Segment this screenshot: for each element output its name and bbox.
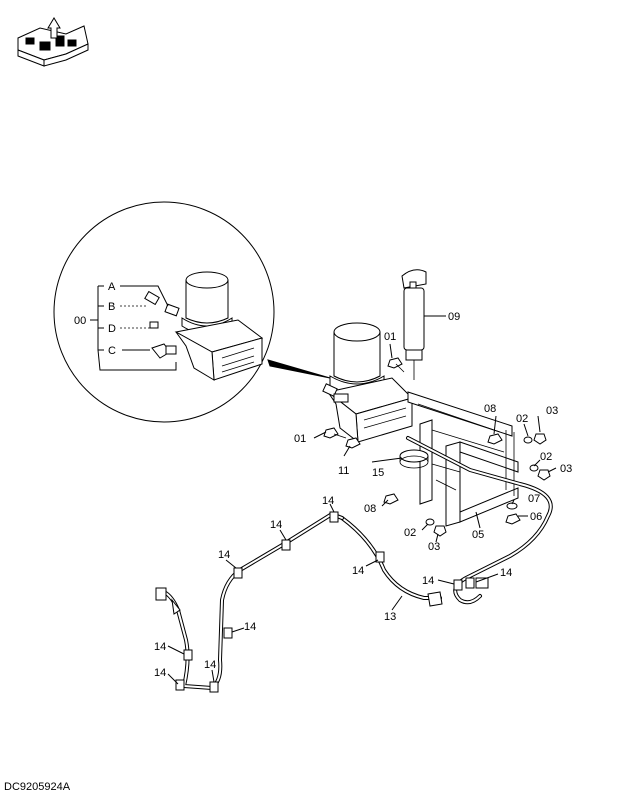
label-13: 13 bbox=[384, 611, 396, 623]
callout-d: D bbox=[108, 323, 116, 335]
main-filter-assembly bbox=[322, 322, 413, 444]
inset-group-label: 00 bbox=[74, 315, 86, 327]
label-08-bottom: 08 bbox=[364, 503, 376, 515]
callout-a: A bbox=[108, 281, 116, 293]
label-03-right: 03 bbox=[560, 463, 572, 475]
hand-pump bbox=[401, 269, 446, 380]
drawing-code: DC9205924A bbox=[4, 781, 71, 793]
fasteners bbox=[323, 357, 551, 537]
label-14-f: 14 bbox=[154, 641, 166, 653]
label-14-c: 14 bbox=[218, 549, 230, 561]
label-11: 11 bbox=[338, 465, 349, 477]
leader-lines bbox=[167, 343, 557, 685]
label-14-a: 14 bbox=[322, 495, 334, 507]
label-15: 15 bbox=[372, 467, 384, 479]
label-07: 07 bbox=[528, 493, 540, 505]
label-01-top: 01 bbox=[384, 331, 396, 343]
label-03-bottom: 03 bbox=[428, 541, 440, 553]
detail-inset bbox=[53, 201, 331, 423]
label-03-top: 03 bbox=[546, 405, 558, 417]
label-06: 06 bbox=[530, 511, 542, 523]
label-14-d: 14 bbox=[352, 565, 364, 577]
callout-b: B bbox=[108, 301, 115, 313]
label-01-left: 01 bbox=[294, 433, 306, 445]
label-14-i: 14 bbox=[422, 575, 434, 587]
machine-location-icon bbox=[17, 17, 89, 67]
label-14-j: 14 bbox=[500, 567, 512, 579]
label-14-e: 14 bbox=[244, 621, 256, 633]
band-clamp bbox=[399, 449, 429, 469]
label-08-top: 08 bbox=[484, 403, 496, 415]
label-14-b: 14 bbox=[270, 519, 282, 531]
inset-leader bbox=[267, 359, 331, 379]
callout-c: C bbox=[108, 345, 116, 357]
label-02-top: 02 bbox=[516, 413, 528, 425]
part-labels: 09 01 01 08 02 03 02 03 11 15 08 07 06 0… bbox=[154, 311, 572, 679]
label-05: 05 bbox=[472, 529, 484, 541]
label-09: 09 bbox=[448, 311, 460, 323]
label-14-h: 14 bbox=[204, 659, 216, 671]
label-02-right: 02 bbox=[540, 451, 552, 463]
label-14-g: 14 bbox=[154, 667, 166, 679]
label-02-bottom: 02 bbox=[404, 527, 416, 539]
